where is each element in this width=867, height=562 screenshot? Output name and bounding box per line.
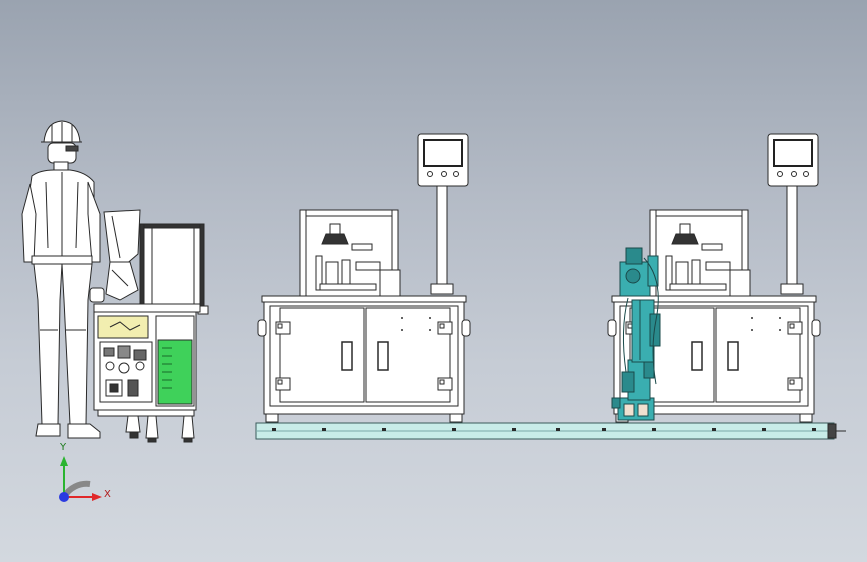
hopper <box>103 209 141 267</box>
coordinate-triad <box>59 456 102 502</box>
feeder-station <box>93 209 209 443</box>
yellow-drawer <box>97 315 149 339</box>
left-arm <box>21 183 37 263</box>
hmi-pole-1 <box>436 185 448 291</box>
right-arm <box>87 181 101 263</box>
base-rail <box>255 422 846 440</box>
right-leg <box>61 263 93 425</box>
x-axis-label: X <box>104 489 111 500</box>
hmi-screen-2 <box>773 139 813 167</box>
z-axis-dot <box>59 492 69 502</box>
right-boot <box>67 423 101 439</box>
y-axis-label: Y <box>60 442 67 453</box>
assembly-machine-1 <box>257 133 471 423</box>
robot-arm <box>611 247 661 421</box>
operator-figure <box>21 120 105 439</box>
hmi-screen-1 <box>423 139 463 167</box>
hmi-pole-2 <box>786 185 798 291</box>
left-boot <box>35 423 61 437</box>
left-leg <box>33 263 63 425</box>
